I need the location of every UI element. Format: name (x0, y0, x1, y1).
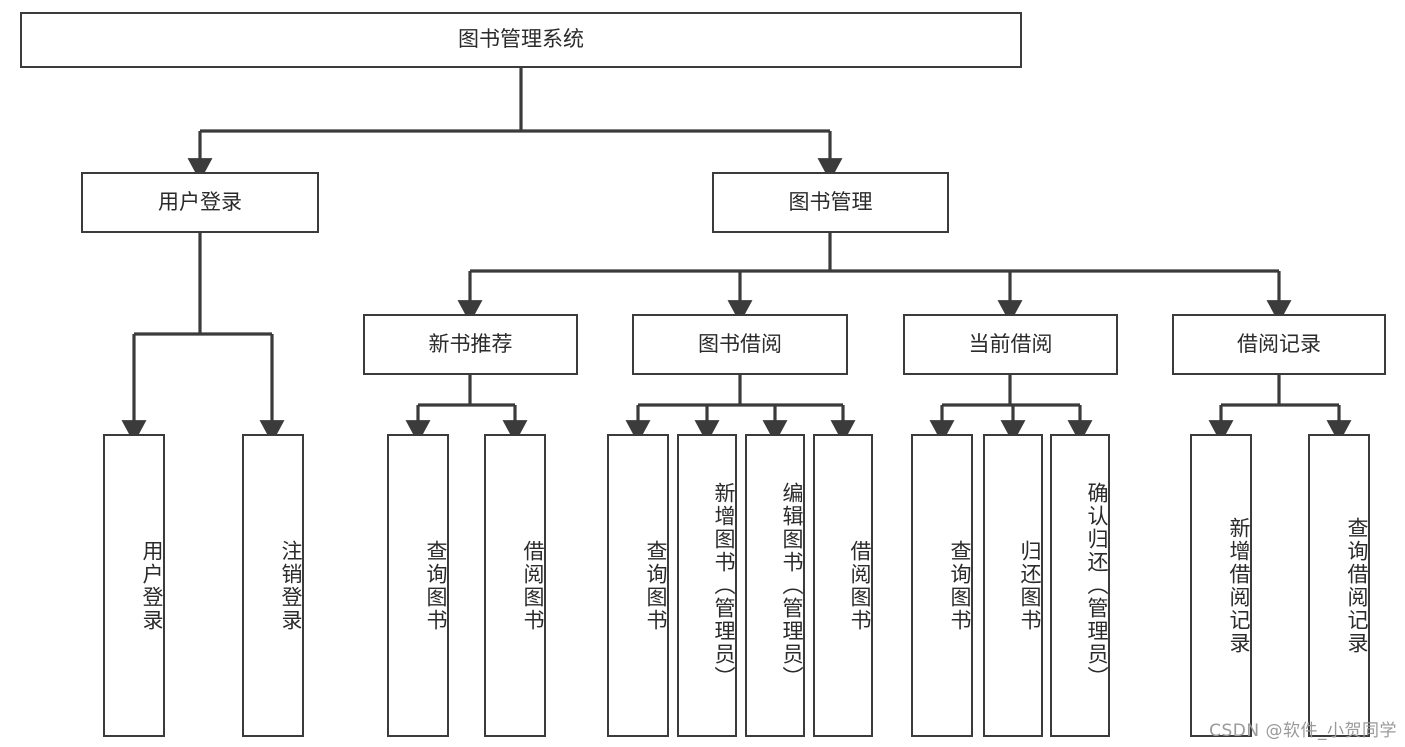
leaf-user-login[interactable]: 用户登录 (103, 434, 165, 737)
leaf-borrow-book-1-label: 借阅图书 (521, 539, 545, 632)
node-new-book-recommendation[interactable]: 新书推荐 (363, 314, 578, 375)
node-book-management[interactable]: 图书管理 (712, 172, 949, 233)
node-root[interactable]: 图书管理系统 (20, 12, 1022, 68)
leaf-add-book-label: 新增图书（管理员） (712, 482, 736, 689)
csdn-watermark: CSDN @软件_小贺同学 (1209, 721, 1397, 741)
leaf-logout-label: 注销登录 (279, 539, 303, 632)
leaf-return-book-label: 归还图书 (1018, 539, 1042, 632)
leaf-query-book-1-label: 查询图书 (424, 539, 448, 632)
node-book-management-label: 图书管理 (788, 189, 873, 214)
leaf-query-book-1[interactable]: 查询图书 (387, 434, 449, 737)
leaf-borrow-book-2[interactable]: 借阅图书 (813, 434, 873, 737)
node-new-book-recommendation-label: 新书推荐 (428, 331, 513, 356)
leaf-logout[interactable]: 注销登录 (242, 434, 304, 737)
leaf-edit-book[interactable]: 编辑图书（管理员） (745, 434, 805, 737)
leaf-borrow-book-2-label: 借阅图书 (848, 539, 872, 632)
node-user-login-label: 用户登录 (158, 189, 242, 214)
leaf-query-book-3[interactable]: 查询图书 (911, 434, 973, 737)
leaf-return-book[interactable]: 归还图书 (983, 434, 1043, 737)
leaf-query-book-2-label: 查询图书 (644, 539, 668, 632)
leaf-query-book-3-label: 查询图书 (948, 539, 972, 632)
leaf-add-borrow-record-label: 新增借阅记录 (1227, 516, 1251, 655)
node-user-login[interactable]: 用户登录 (81, 172, 319, 233)
leaf-add-borrow-record[interactable]: 新增借阅记录 (1190, 434, 1252, 737)
node-root-label: 图书管理系统 (458, 27, 584, 52)
leaf-query-borrow-record-label: 查询借阅记录 (1345, 516, 1369, 655)
node-borrow-record-label: 借阅记录 (1237, 331, 1321, 356)
node-book-borrow[interactable]: 图书借阅 (632, 314, 848, 375)
leaf-query-book-2[interactable]: 查询图书 (607, 434, 669, 737)
leaf-add-book[interactable]: 新增图书（管理员） (677, 434, 737, 737)
node-current-borrow-label: 当前借阅 (968, 331, 1053, 356)
leaf-borrow-book-1[interactable]: 借阅图书 (484, 434, 546, 737)
leaf-user-login-label: 用户登录 (140, 539, 164, 632)
node-current-borrow[interactable]: 当前借阅 (903, 314, 1118, 375)
leaf-edit-book-label: 编辑图书（管理员） (780, 482, 804, 689)
node-book-borrow-label: 图书借阅 (698, 331, 782, 356)
leaf-query-borrow-record[interactable]: 查询借阅记录 (1308, 434, 1370, 737)
leaf-confirm-return-label: 确认归还（管理员） (1085, 482, 1109, 689)
leaf-confirm-return[interactable]: 确认归还（管理员） (1050, 434, 1110, 737)
node-borrow-record[interactable]: 借阅记录 (1172, 314, 1386, 375)
